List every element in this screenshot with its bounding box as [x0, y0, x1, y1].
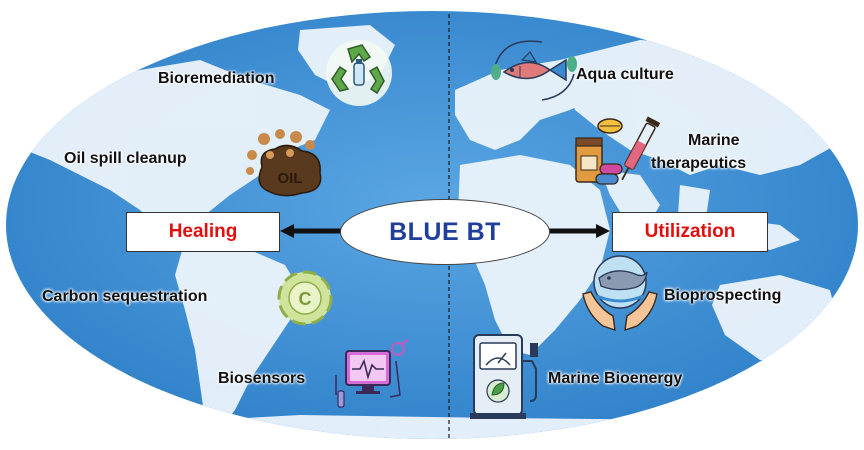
continents	[20, 25, 850, 439]
left-arrow	[280, 224, 345, 238]
oil-text-mark: OIL	[278, 170, 303, 187]
healing-box: Healing	[126, 212, 280, 252]
marine-therapeutics-label-line2: therapeutics	[651, 155, 747, 172]
fish-icon	[491, 40, 577, 101]
hands-whale-icon	[582, 255, 658, 332]
bioprospecting-label: Bioprospecting	[664, 287, 782, 304]
svg-text:C: C	[299, 289, 312, 309]
biosensors-label: Biosensors	[218, 370, 306, 387]
bioremediation-label: Bioremediation	[158, 70, 275, 87]
marine-bioenergy-label: Marine Bioenergy	[548, 370, 683, 387]
aqua-culture-label: Aqua culture	[576, 66, 674, 83]
biosensor-monitor-icon	[335, 338, 409, 408]
recycle-bottle-icon	[326, 40, 392, 106]
center-label: BLUE BT	[340, 199, 550, 265]
fuel-pump-leaf-icon	[470, 334, 538, 419]
carbon-sequestration-label: Carbon sequestration	[42, 288, 208, 305]
marine-label-line1: Marine	[688, 132, 740, 149]
oil-spill-label: Oil spill cleanup	[64, 150, 187, 167]
utilization-box: Utilization	[612, 212, 768, 252]
pills-syringe-icon	[575, 116, 660, 185]
carbon-cycle-icon: C	[277, 270, 333, 326]
oil-blob-icon: OIL	[246, 129, 322, 197]
right-arrow	[548, 224, 610, 238]
